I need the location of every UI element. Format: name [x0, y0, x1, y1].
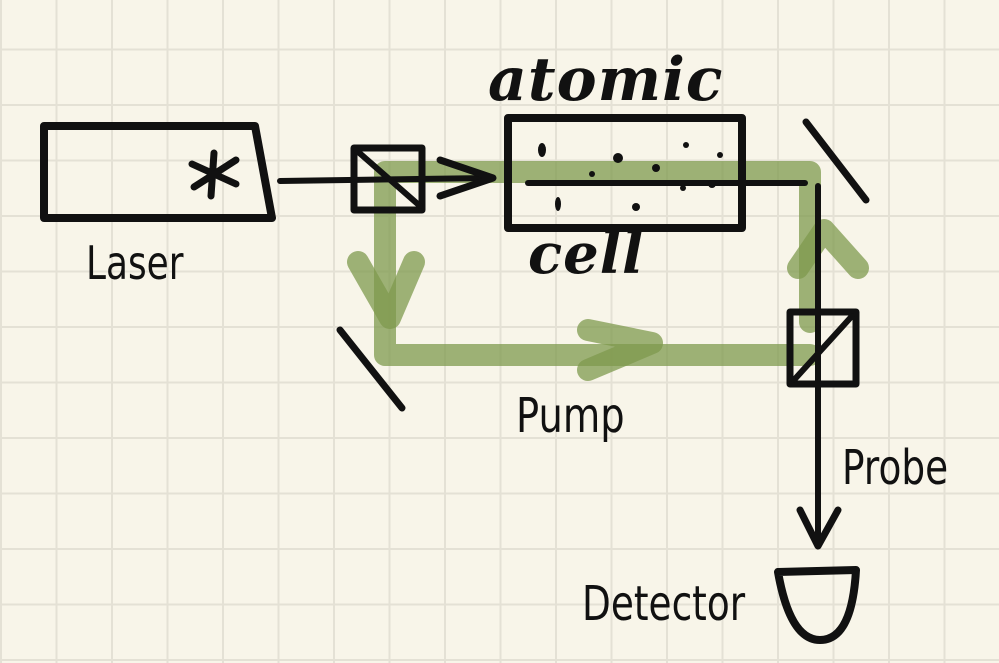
laser-housing [40, 122, 276, 222]
atom-dot [683, 142, 689, 148]
atom-dot [708, 180, 716, 188]
mirror-top-right [802, 118, 870, 204]
cell-label: cell [528, 221, 645, 287]
ink-drawings [40, 114, 870, 644]
pump-arrow-down [347, 251, 425, 329]
pump-arrow-up [787, 219, 869, 279]
atoms [538, 142, 723, 211]
atom-dot [717, 152, 723, 158]
atom-dot [555, 197, 561, 211]
laser-star-icon [188, 149, 240, 200]
pump-arrow-right [577, 319, 663, 381]
pump-beam [347, 161, 869, 381]
laser-beam [277, 175, 493, 184]
probe-label: Probe [842, 440, 949, 496]
laser-beam-arrowhead [436, 156, 497, 200]
probe-arrowhead [796, 506, 842, 550]
pump-beam-path [374, 161, 821, 366]
detector-label: Detector [582, 576, 746, 632]
detector-icon [774, 566, 860, 644]
atom-dot [613, 153, 623, 163]
atom-dot [652, 164, 660, 172]
atom-dot [538, 143, 546, 157]
atom-dot [589, 171, 595, 177]
beam-splitter-2 [786, 308, 860, 388]
beam-splitter-1-diagonal [353, 147, 423, 209]
mirror-bottom-left [336, 326, 406, 412]
beam-splitter-1 [350, 144, 426, 214]
atom-dot [632, 203, 640, 211]
beam-splitter-2-diagonal [791, 313, 855, 383]
laser-label: Laser [86, 236, 184, 290]
atomic-label: atomic [488, 45, 724, 115]
pump-label: Pump [516, 388, 625, 444]
atomic-cell [504, 114, 746, 232]
atom-dot [680, 185, 686, 191]
